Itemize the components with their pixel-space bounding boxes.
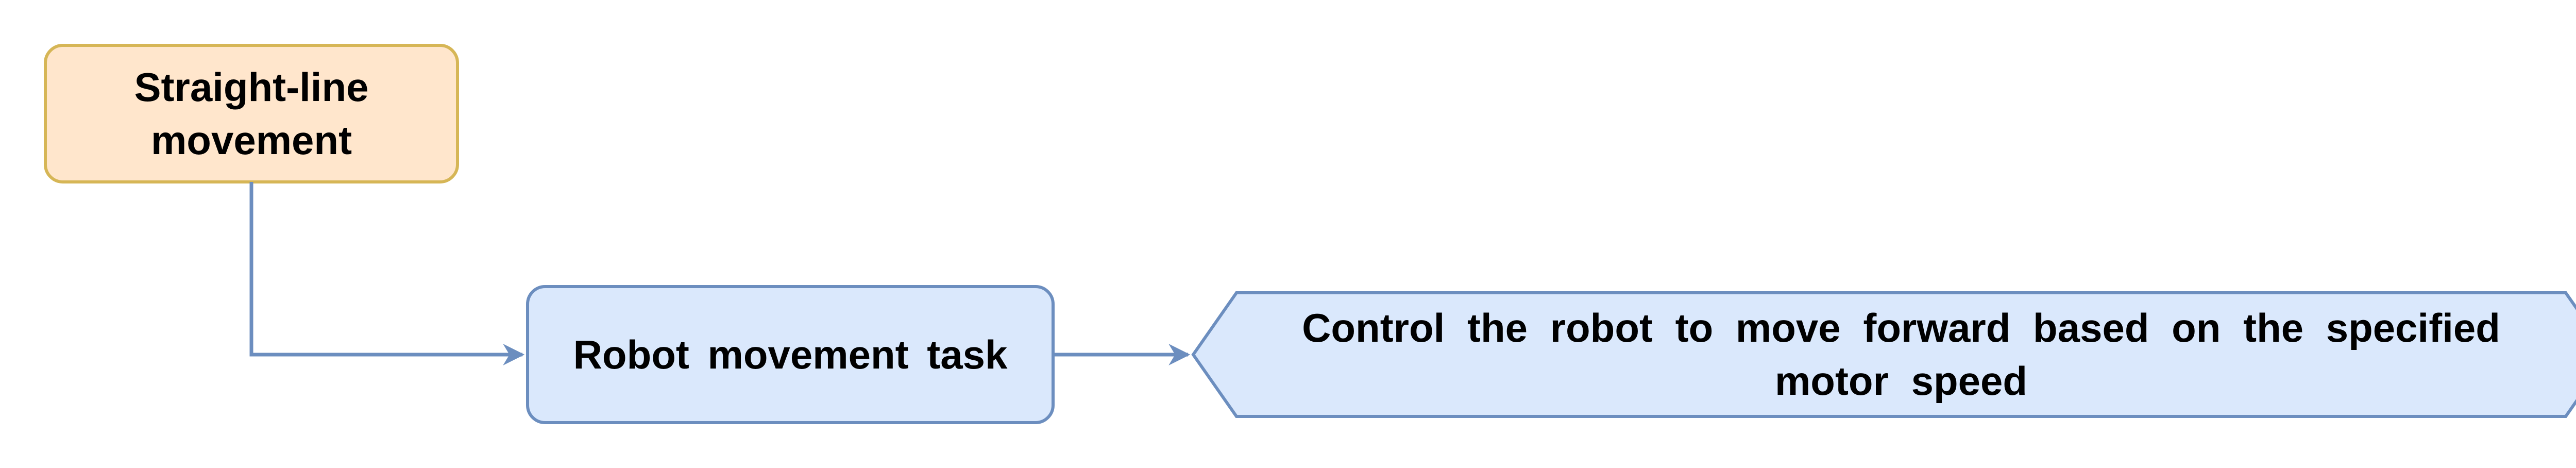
description-node-label: Control the robot to move forward based … [1302, 305, 2500, 404]
task-node-label: Robot movement task [573, 331, 1008, 377]
description-node-hexagon [1191, 291, 2576, 418]
start-node-label: Straight-line movement [134, 64, 369, 163]
connector-start-to-task [249, 182, 525, 365]
